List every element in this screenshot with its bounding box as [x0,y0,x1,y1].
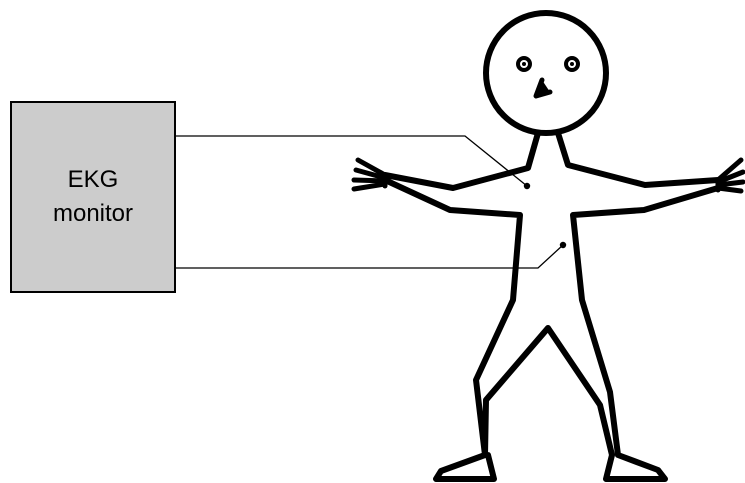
upper-lead-wire [176,136,527,186]
lower-electrode [560,242,566,248]
body-outline [385,133,718,479]
head [486,13,606,133]
upper-electrode [524,183,530,189]
ekg-monitor-box: EKG monitor [10,101,176,293]
monitor-label-line1: EKG [68,163,119,197]
stick-figure-person-icon [354,13,743,479]
monitor-label-line2: monitor [53,197,133,231]
lower-lead-wire [176,245,563,268]
right-hand [718,160,743,191]
left-hand [354,160,385,189]
